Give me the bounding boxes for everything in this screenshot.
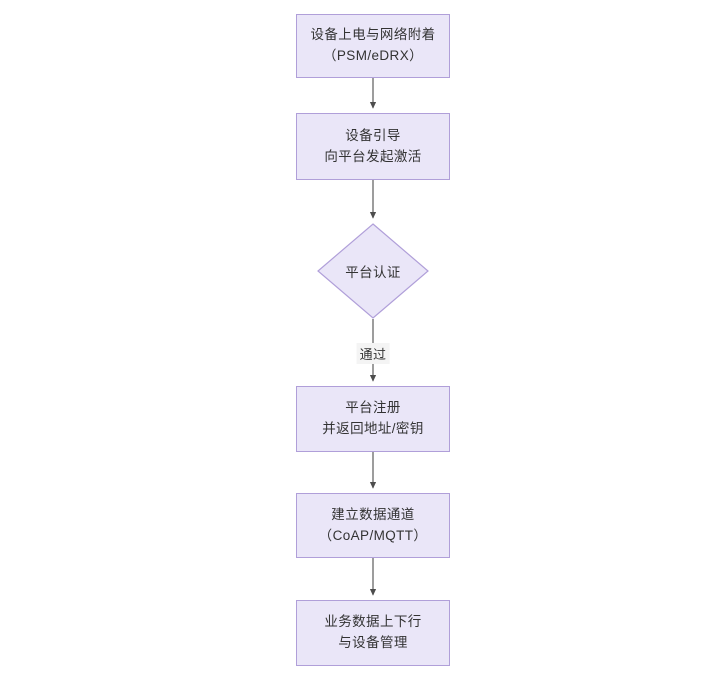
node-line: 并返回地址/密钥: [322, 421, 424, 436]
node-line: 设备引导: [345, 127, 401, 143]
node-line: （PSM/eDRX）: [322, 48, 424, 63]
node-line: 建立数据通道: [331, 506, 415, 522]
node-business-data-and-device-management[interactable]: 业务数据上下行 与设备管理: [296, 600, 450, 666]
node-platform-authentication[interactable]: 平台认证: [317, 223, 429, 319]
node-device-bootstrap[interactable]: 设备引导 向平台发起激活: [296, 113, 450, 180]
diamond-shape-icon: [317, 223, 429, 319]
node-line: 与设备管理: [338, 635, 408, 650]
node-establish-data-channel[interactable]: 建立数据通道 （CoAP/MQTT）: [296, 493, 450, 558]
node-line: 平台注册: [345, 400, 401, 416]
node-platform-registration[interactable]: 平台注册 并返回地址/密钥: [296, 386, 450, 452]
node-line: （CoAP/MQTT）: [318, 527, 428, 543]
node-line: 向平台发起激活: [324, 148, 422, 164]
node-line: 业务数据上下行: [324, 614, 422, 630]
edge-label-pass: 通过: [356, 343, 390, 364]
node-line: 平台认证: [345, 265, 401, 280]
node-line: 设备上电与网络附着: [310, 27, 436, 43]
node-device-power-on[interactable]: 设备上电与网络附着 （PSM/eDRX）: [296, 14, 450, 78]
